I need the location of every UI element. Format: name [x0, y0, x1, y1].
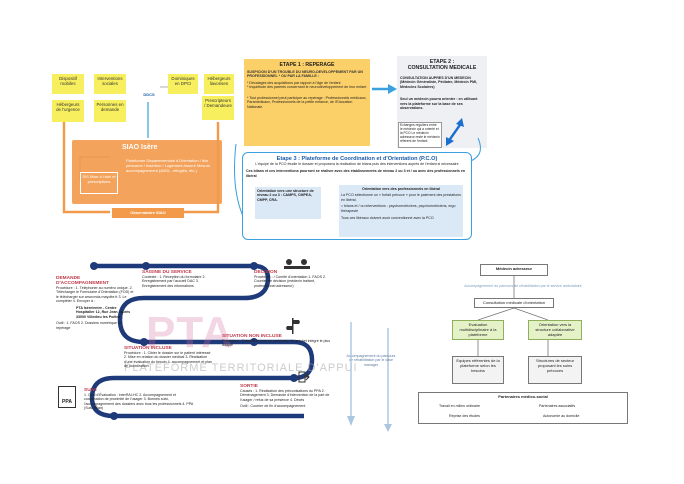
pta-watermark: PLATEFORME TERRITORIALE D'APPUI	[124, 362, 358, 374]
etape3-title: Etape 3 : Plateforme de Coordination et …	[276, 156, 438, 162]
etape3-left-text: Orientation vers une structure de niveau…	[257, 189, 314, 202]
sortie-title: SORTIE	[240, 384, 258, 389]
partner-3: Autonomie au domicile	[543, 414, 580, 418]
siao-inner-left: SIS Mise à l'abri et prescriptions	[80, 172, 118, 194]
etape3-right-body: La PCO sélectionne un « forfait précoce …	[341, 193, 461, 202]
note-prescripteurs: Prescripteurs / Demandeure	[202, 96, 234, 120]
etape1-subtitle: SUSPICION D'UN TROUBLE DU NEURO-DEVELOPP…	[247, 70, 363, 79]
note-hebergeurs-urgence: Hébergeurs de l'urgence	[52, 100, 84, 122]
etape3-right-title: Orientation vers des professionnels en l…	[361, 187, 441, 191]
demande-address: PTA Isère/entre - Centre Hospitalier 12,…	[76, 305, 131, 319]
etape2-subtitle: CONSULTATION MEDICALE	[407, 65, 477, 71]
note-personnes-demande: Personnes en demande	[94, 100, 126, 122]
partner-0: Travail en milieu ordinaire	[439, 404, 481, 408]
etape3-line: Ces bilans et ces interventions pourront…	[246, 169, 466, 178]
etape1-title: Etape 1 : REPERAGE	[279, 62, 335, 68]
sortie-outil: Outil : Courrier de fin d'accompagnement	[240, 404, 306, 409]
saisine-body: Contexte : 1. Réception du formulaire 2.…	[142, 275, 206, 288]
note-hebergeurs-liavorisen: Hébergeurs liavorisen	[204, 74, 234, 94]
sortie-block: SORTIE Causes : 1. Réalisation des préco…	[240, 384, 334, 409]
decision-block: DECISION Procédure : / Comité d'orientat…	[254, 270, 328, 288]
partner-1: Partenaires associatifs	[539, 404, 576, 408]
right-flow-note-top: Accompagnement du parcours de réhabilita…	[464, 284, 582, 288]
right-flow-arrows	[384, 274, 549, 432]
demande-body: Procédure : 1. Téléphoner au numéro uniq…	[56, 286, 134, 304]
saisine-title: SAISINE DU SERVICE	[142, 270, 192, 275]
etape2-body: CONSULTATION AUPRES D'UN MEDECIN (Médeci…	[400, 76, 478, 89]
siao-observatoire: Observatoire SIAO	[112, 208, 184, 218]
saisine-block: SAISINE DU SERVICE Contexte : 1. Récepti…	[142, 270, 218, 288]
etape1-to-etape2-arrow	[372, 84, 397, 94]
note-dominiques: Dominiques en DPCI	[168, 74, 198, 94]
exit-icon	[298, 370, 310, 383]
demande-outil: Outil : 1. FAOS 2. Dossiers numérique de…	[56, 321, 122, 330]
people-icon	[282, 258, 312, 270]
etape2-title: Etape 2 :	[429, 59, 455, 65]
structures-secteur: Structures de secteur proposant les soin…	[528, 356, 582, 384]
evaluation-plateforme: Evaluation multidisciplinaire à la plate…	[452, 320, 504, 340]
non-incluse-block: SITUATION NON INCLUSE Procédure : Orient…	[222, 334, 332, 348]
siao-main-box: SIAO Isère Plateforme Départementale d'O…	[72, 140, 222, 204]
right-flow: Médecin adresseur Accompagnement du parc…	[378, 258, 678, 438]
signpost-icon	[286, 318, 300, 334]
etape3-right-box: Orientation vers des professionnels en l…	[339, 185, 463, 237]
etape1-bullet-2: * Inquiétude des parents concernant le n…	[247, 85, 367, 90]
partenaires-box: Partenaires médico-social Travail en mil…	[418, 392, 628, 424]
non-incluse-title: SITUATION NON INCLUSE	[222, 334, 282, 339]
siao-subtitle: Plateforme Départementale d'Orientation …	[126, 158, 211, 173]
note-dispositif: Dispositif mobiles	[52, 74, 84, 94]
etape3-subtitle: L'équipe de la PCO étudie le dossier et …	[255, 162, 459, 166]
decision-body: Procédure : / Comité d'orientation 1. FA…	[254, 275, 326, 288]
etape3-box: Etape 3 : Plateforme de Coordination et …	[242, 152, 472, 240]
partner-2: Reprise des études	[449, 414, 480, 418]
etape2-etape3-double-arrow	[446, 118, 464, 146]
etape3-right-bullet: = bilans et / ou interventions : psychom…	[341, 204, 456, 213]
ppa-icon: PPA	[58, 386, 76, 408]
siao-title: SIAO Isère	[122, 144, 158, 151]
inclusion-title: SITUATION INCLUSE	[124, 346, 172, 351]
inclusion-body: Procédure : 1. Cibler le dossier sur le …	[124, 351, 212, 369]
demande-block: DEMANDE D'ACCOMPAGNEMENT Procédure : 1. …	[56, 276, 134, 330]
etape1-bullet-1: * Décalages des acquisitions par rapport…	[247, 80, 341, 85]
note-interventions: Interventions sociales	[94, 74, 126, 94]
partenaires-title: Partenaires médico-social	[498, 394, 548, 399]
sortie-body: Causes : 1. Réalisation des préconisatio…	[240, 389, 330, 402]
timeline-panel: PTA PLATEFORME TERRITORIALE D'APPUI DEMA…	[54, 258, 357, 438]
etape1-footnote: * Tout professionnel peut participer au …	[247, 95, 367, 109]
pta-logo: PTA	[146, 308, 234, 357]
inclusion-block: SITUATION INCLUSE Procédure : 1. Cibler …	[124, 346, 214, 369]
equipes-referentes: Equipes référentes de la plateforme selo…	[452, 356, 504, 384]
siao-diagram: Dispositif mobiles Interventions sociale…	[50, 62, 240, 242]
etape2-note: Seul un médecin pourra orienter : en uti…	[400, 97, 478, 111]
medecin-adresseur: Médecin adresseur	[480, 264, 548, 276]
orientation-structure: Orientation vers la structure collaborat…	[528, 320, 582, 340]
etape2-sticky: Echanges réguliers entre le médecin qui …	[398, 122, 442, 148]
suivi-title: SUIVI	[84, 388, 97, 393]
consultation-orientation: Consultation médicale d'orientation	[474, 298, 554, 308]
etape1-box: Etape 1 : REPERAGE SUSPICION D'UN TROUBL…	[244, 59, 370, 146]
etape3-left-box: Orientation vers une structure de niveau…	[255, 187, 321, 219]
etape3-right-foot: Tous ces libéraux doivent avoir conventi…	[341, 216, 434, 221]
side-note: Accompagnement du parcours de réhabilita…	[346, 354, 396, 367]
suivi-block: SUIVI 1. Outil d'Évaluation : interRAI-H…	[84, 388, 194, 411]
suivi-body: 1. Outil d'Évaluation : interRAI-HC 2. A…	[84, 393, 194, 411]
side-note-arrow	[347, 322, 355, 426]
decision-title: DECISION	[254, 270, 278, 275]
ddcs-label: DDCS	[143, 92, 155, 97]
demande-title: DEMANDE D'ACCOMPAGNEMENT	[56, 276, 110, 286]
non-incluse-body: Procédure : Orientation vers un partenai…	[222, 339, 331, 348]
timeline-path	[89, 262, 315, 420]
